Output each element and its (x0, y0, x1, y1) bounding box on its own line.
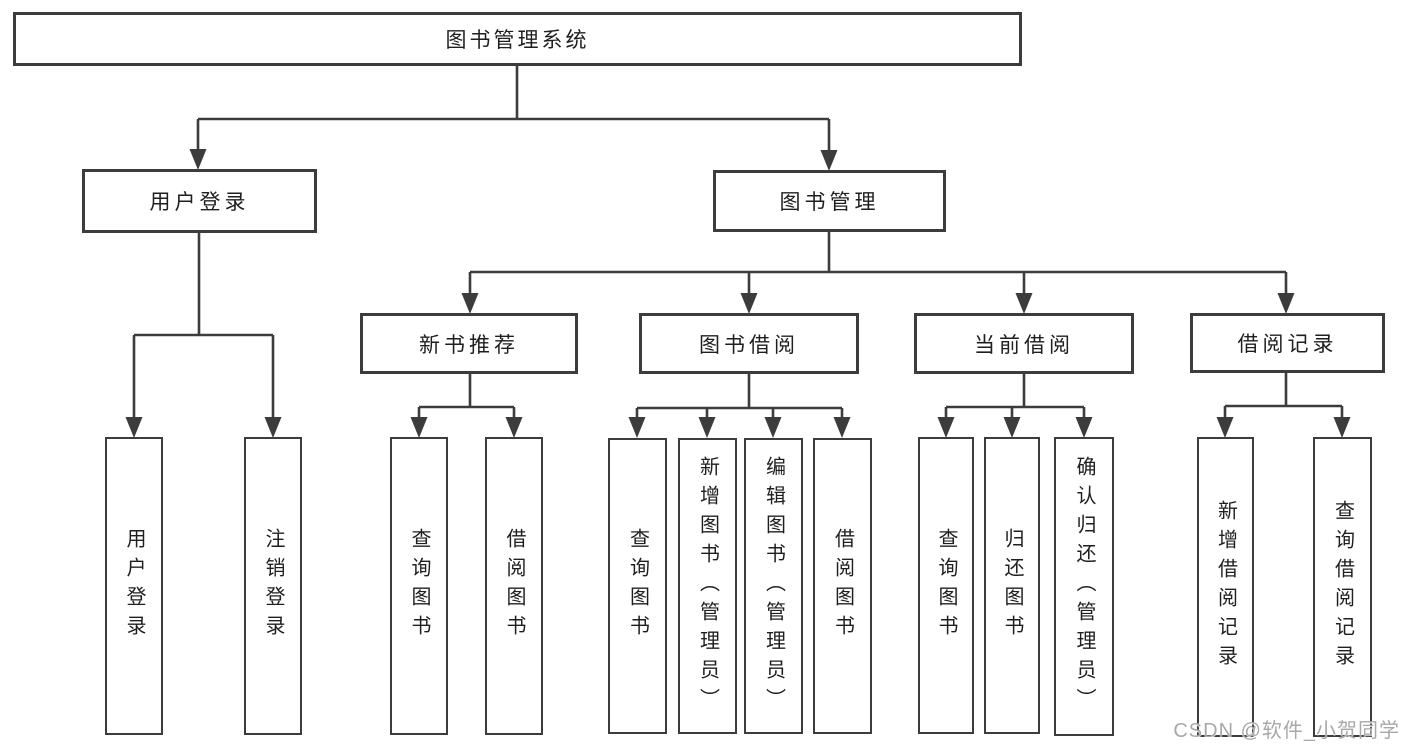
node-label: 借阅图书 (831, 528, 854, 644)
node-edit-books-admin: 编辑图书（管理员） (744, 438, 803, 734)
node-label: 归还图书 (1001, 527, 1023, 644)
arrow-down-icon (698, 417, 716, 438)
arrow-down-icon (820, 150, 838, 171)
node-query-books-borrowing: 查询图书 (608, 438, 667, 734)
node-label: 确认归还（管理员） (1073, 456, 1095, 717)
node-label: 借阅记录 (1237, 333, 1338, 356)
node-label: 图书借阅 (699, 333, 799, 357)
arrow-down-icon (410, 417, 428, 438)
node-label: 图书管理系统 (445, 29, 590, 52)
arrow-down-icon (125, 417, 143, 438)
arrow-down-icon (1216, 417, 1234, 438)
node-label: 查询图书 (408, 528, 430, 644)
node-query-books-current: 查询图书 (918, 437, 974, 734)
node-borrowing-records: 借阅记录 (1190, 313, 1385, 373)
node-label: 用户登录 (123, 528, 145, 644)
node-return-books: 归还图书 (984, 437, 1040, 734)
node-user-login: 用户登录 (82, 169, 317, 233)
arrow-down-icon (189, 149, 207, 170)
node-query-books-recommend: 查询图书 (390, 437, 448, 735)
arrow-down-icon (1003, 417, 1021, 438)
node-book-borrowing: 图书借阅 (639, 313, 859, 374)
node-label: 编辑图书（管理员） (762, 455, 785, 717)
arrow-down-icon (740, 293, 758, 314)
node-confirm-return-admin: 确认归还（管理员） (1054, 437, 1114, 736)
arrow-down-icon (505, 417, 523, 438)
node-borrow-books-recommend: 借阅图书 (485, 437, 543, 735)
node-label: 当前借阅 (974, 333, 1074, 357)
node-borrow-books: 借阅图书 (813, 438, 872, 734)
node-label: 查询图书 (935, 527, 957, 644)
arrow-down-icon (1075, 417, 1093, 438)
node-current-borrowing: 当前借阅 (914, 313, 1134, 374)
node-book-management: 图书管理 (713, 170, 946, 232)
node-label: 新增借阅记录 (1214, 500, 1237, 674)
arrow-down-icon (833, 417, 851, 438)
node-logout-leaf: 注销登录 (244, 437, 302, 735)
arrow-down-icon (1015, 293, 1033, 314)
arrow-down-icon (628, 417, 646, 438)
node-add-borrow-record: 新增借阅记录 (1197, 437, 1254, 737)
node-label: 用户登录 (149, 191, 250, 214)
node-label: 图书管理 (779, 191, 880, 214)
node-user-login-leaf: 用户登录 (105, 437, 163, 735)
arrow-down-icon (1333, 417, 1351, 438)
node-label: 新增图书（管理员） (696, 455, 719, 717)
node-label: 借阅图书 (503, 528, 525, 644)
node-library-system: 图书管理系统 (13, 12, 1022, 66)
watermark: CSDN @软件_小贺同学 (1173, 720, 1400, 742)
node-add-books-admin: 新增图书（管理员） (678, 438, 737, 734)
node-query-borrow-record: 查询借阅记录 (1313, 437, 1372, 737)
arrow-down-icon (764, 417, 782, 438)
arrow-down-icon (937, 417, 955, 438)
node-label: 注销登录 (262, 528, 284, 644)
node-label: 查询借阅记录 (1331, 500, 1354, 674)
arrow-down-icon (264, 417, 282, 438)
arrow-down-icon (1277, 293, 1295, 314)
node-label: 新书推荐 (419, 333, 519, 357)
node-new-book-recommend: 新书推荐 (360, 313, 578, 374)
node-label: 查询图书 (626, 528, 649, 644)
arrow-down-icon (461, 293, 479, 314)
